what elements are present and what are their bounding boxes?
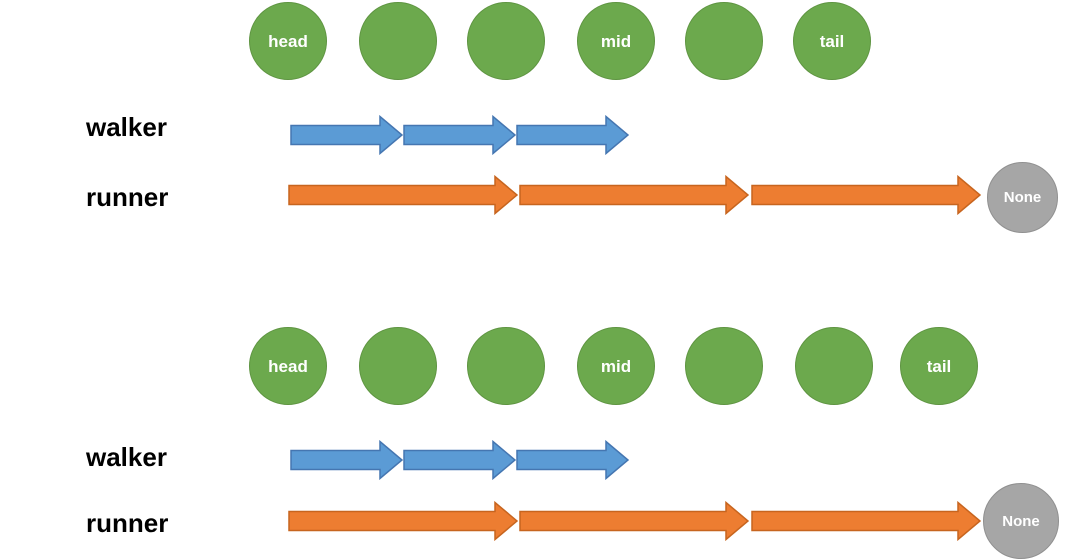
list-node-3	[467, 2, 545, 80]
runner-arrow-1	[288, 175, 518, 215]
walker-arrow-3	[516, 115, 629, 155]
none-node: None	[987, 162, 1058, 233]
node-label: tail	[819, 31, 845, 51]
list-node-head: head	[249, 2, 327, 80]
list-node-mid: mid	[577, 327, 655, 405]
walker-label: walker	[86, 442, 167, 472]
node-label: head	[268, 356, 308, 376]
node-label: tail	[926, 356, 952, 376]
runner-arrow-2	[519, 501, 749, 541]
node-label: head	[268, 31, 308, 51]
walker-arrow-1	[290, 440, 403, 480]
list-node-3	[467, 327, 545, 405]
runner-arrow-3	[751, 501, 981, 541]
walker-arrow-2	[403, 115, 516, 155]
walker-label: walker	[86, 112, 167, 142]
list-node-2	[359, 2, 437, 80]
none-label: None	[1002, 512, 1040, 530]
list-node-5	[685, 2, 763, 80]
list-node-head: head	[249, 327, 327, 405]
list-node-2	[359, 327, 437, 405]
list-node-tail: tail	[900, 327, 978, 405]
list-node-mid: mid	[577, 2, 655, 80]
runner-arrow-1	[288, 501, 518, 541]
walker-arrow-1	[290, 115, 403, 155]
list-node-5	[685, 327, 763, 405]
list-node-6	[795, 327, 873, 405]
walker-arrow-3	[516, 440, 629, 480]
runner-arrow-2	[519, 175, 749, 215]
node-label: mid	[600, 356, 632, 376]
none-node: None	[983, 483, 1059, 559]
node-label: mid	[600, 31, 632, 51]
list-node-tail: tail	[793, 2, 871, 80]
none-label: None	[1003, 189, 1042, 206]
runner-label: runner	[86, 508, 169, 538]
runner-label: runner	[86, 182, 169, 212]
runner-arrow-3	[751, 175, 981, 215]
walker-arrow-2	[403, 440, 516, 480]
